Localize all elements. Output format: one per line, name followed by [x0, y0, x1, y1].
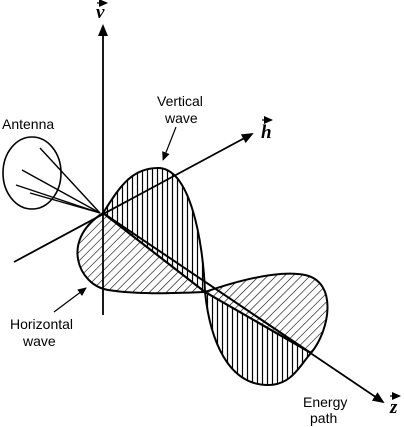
h-axis-label: h — [261, 116, 273, 143]
v-axis-label: v — [96, 0, 108, 23]
horizontal-wave-leader — [53, 287, 87, 313]
vertical-wave-leader — [162, 126, 177, 161]
horizontal-wave-label-line2: wave — [22, 333, 56, 349]
horizontal-wave-second-lobe — [202, 272, 329, 355]
vertical-wave-upper-lobe — [101, 166, 207, 295]
horizontal-wave-label-line1: Horizontal — [10, 316, 73, 332]
svg-text:h: h — [261, 122, 272, 143]
energy-path-centerline — [102, 212, 312, 354]
antenna-icon — [2, 136, 101, 214]
vertical-wave-label-line2: wave — [164, 110, 198, 126]
energy-path-label-line1: Energy — [303, 394, 347, 410]
svg-text:v: v — [96, 2, 105, 23]
svg-text:z: z — [389, 397, 398, 418]
energy-path-label-line2: path — [310, 410, 337, 426]
vertical-wave-label-line1: Vertical — [157, 93, 203, 109]
antenna-label: Antenna — [2, 116, 54, 132]
horizontal-wave-first-lobe — [76, 211, 208, 295]
vertical-wave-lower-lobe — [203, 290, 313, 387]
z-axis-label: z — [389, 392, 401, 418]
